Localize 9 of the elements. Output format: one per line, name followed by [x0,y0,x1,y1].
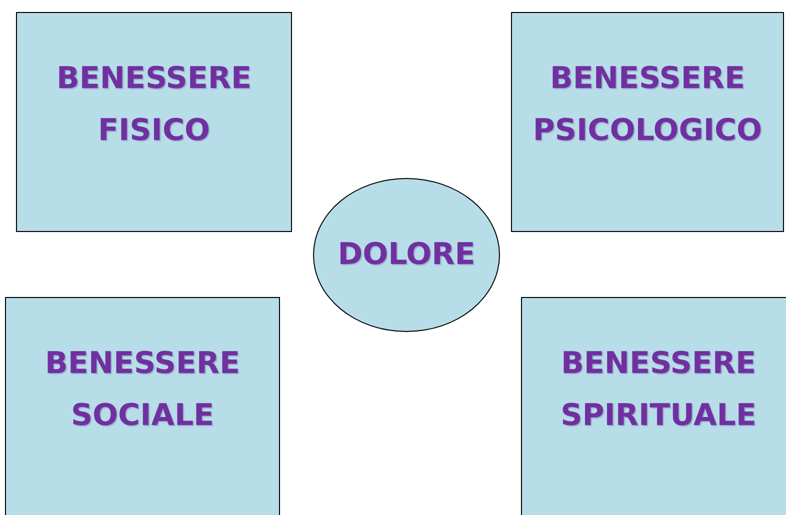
box-title: BENESSERE FISICO [56,60,252,150]
category-box [16,12,292,232]
category-box [5,297,280,515]
box-title: BENESSERE PSICOLOGICO [532,60,764,150]
category-box [521,297,786,515]
box-title: BENESSERE SOCIALE [44,345,241,435]
box-title: BENESSERE SPIRITUALE [560,345,758,435]
center-label: DOLORE [338,236,476,274]
category-box [511,12,784,232]
